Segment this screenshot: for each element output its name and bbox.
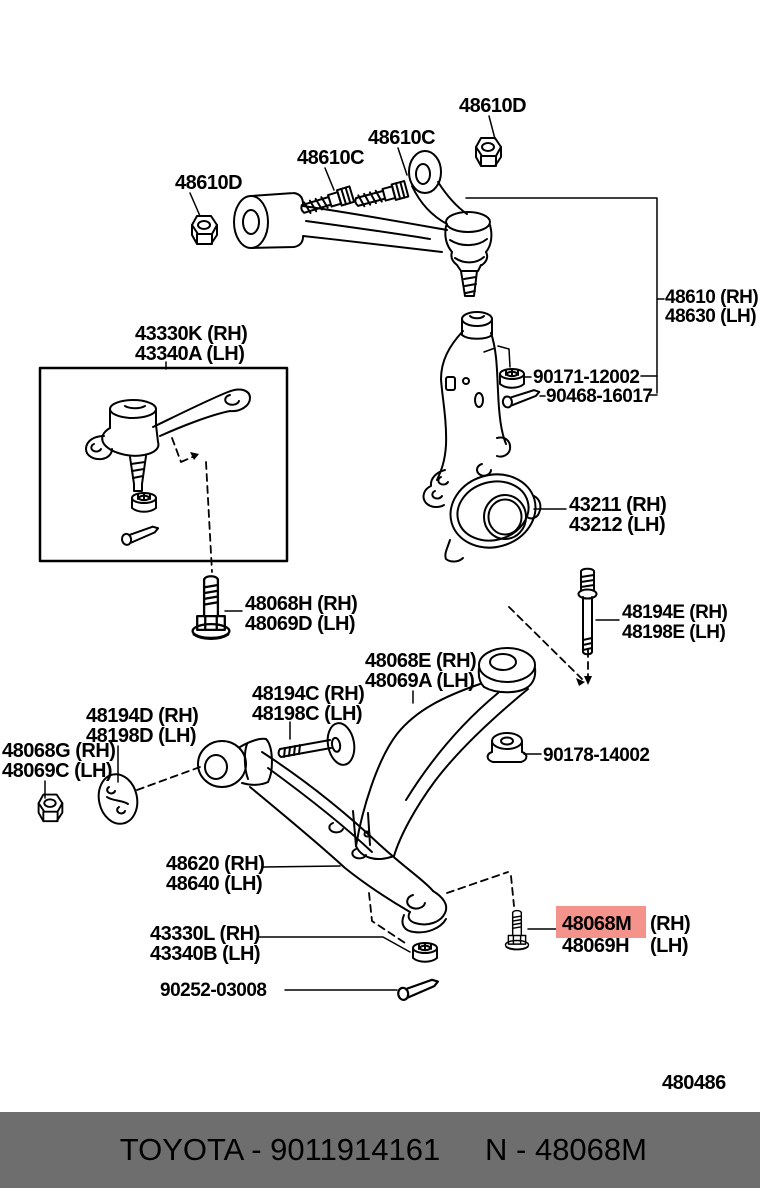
footer-bar: TOYOTA - 9011914161 N - 48068M (0, 1112, 760, 1188)
balljoint-box-drawing (38, 366, 289, 563)
label-48194c-rh: 48194C (RH) (252, 683, 364, 705)
cotter-pin-90252-drawing (395, 977, 442, 1002)
label-48069c-lh: 48069C (LH) (2, 760, 112, 782)
stud-48194e-drawing (577, 567, 598, 656)
front-lower-arm-drawing (197, 737, 448, 934)
nut-48068g-drawing (37, 793, 64, 823)
castle-nut-in-box-drawing (131, 492, 157, 513)
label-48630-lh: 48630 (LH) (665, 306, 756, 327)
label-48068h-rh: 48068H (RH) (245, 593, 357, 615)
cotter-pin-in-box-drawing (119, 524, 162, 547)
label-48198c-lh: 48198C (LH) (252, 703, 362, 725)
labels: 48610D 48610C 48610C 48610D 48610 (RH) 4… (2, 95, 759, 1094)
label-48069d-lh: 48069D (LH) (245, 613, 355, 635)
label-90468-16017: 90468-16017 (546, 386, 653, 407)
knuckle-drawing (422, 311, 542, 563)
label-48198d-lh: 48198D (LH) (86, 725, 196, 747)
part-highlight (556, 906, 646, 938)
bolt-48068m-drawing (504, 909, 530, 951)
label-48194e-rh: 48194E (RH) (622, 602, 728, 623)
label-48069h-lh: (LH) (650, 935, 688, 957)
label-48620-rh: 48620 (RH) (166, 853, 264, 875)
cam-washer-48194d-drawing (97, 773, 139, 825)
label-43330k-rh: 43330K (RH) (135, 323, 247, 345)
footer-part-code: N - 48068M (485, 1132, 647, 1167)
label-48610-rh: 48610 (RH) (665, 287, 758, 308)
bolt-48610c-b-drawing (354, 180, 410, 208)
label-48068m[interactable]: 48068M (562, 913, 632, 935)
label-90178-14002: 90178-14002 (543, 745, 650, 766)
dashed-arrowheads (190, 452, 592, 686)
label-43211-rh: 43211 (RH) (569, 494, 666, 516)
label-43330l-rh: 43330L (RH) (150, 923, 260, 945)
label-48640-lh: 48640 (LH) (166, 873, 262, 895)
nut-48610d-left-drawing (191, 215, 218, 245)
upper-control-arm-drawing (233, 150, 493, 297)
cotter-pin-90468-drawing (500, 388, 542, 410)
label-48610d-top-right: 48610D (459, 95, 526, 117)
footer-brand-code: TOYOTA - 9011914161 (120, 1132, 441, 1167)
label-48068e-rh: 48068E (RH) (365, 650, 476, 672)
nut-90178-drawing (486, 732, 528, 763)
label-43340a-lh: 43340A (LH) (135, 343, 244, 365)
label-48069h: 48069H (562, 935, 629, 957)
label-48610c-a: 48610C (297, 147, 364, 169)
castle-nut-43330l-drawing (412, 942, 438, 963)
nut-48610d-right-drawing (475, 137, 502, 167)
bolt-48068h-drawing (191, 575, 231, 640)
label-90252-03008: 90252-03008 (160, 980, 267, 1001)
castle-nut-90171-drawing (499, 368, 525, 389)
label-43212-lh: 43212 (LH) (569, 514, 665, 536)
label-48198e-lh: 48198E (LH) (622, 622, 725, 643)
footer-background (0, 1112, 760, 1188)
label-48194d-rh: 48194D (RH) (86, 705, 198, 727)
page-number: 480486 (662, 1072, 726, 1094)
label-48069a-lh: 48069A (LH) (365, 670, 474, 692)
label-48610c-b: 48610C (368, 127, 435, 149)
label-48068g-rh: 48068G (RH) (2, 740, 115, 762)
highlighted-part-label-48068m[interactable]: 48068M (RH) 48069H (LH) (556, 906, 691, 957)
leader-lines (44, 115, 665, 991)
label-48610d-left: 48610D (175, 172, 242, 194)
label-48068m-rh: (RH) (650, 913, 690, 935)
label-90171-12002: 90171-12002 (533, 367, 640, 388)
bolt-48610c-a-drawing (300, 185, 356, 214)
label-43340b-lh: 43340B (LH) (150, 943, 260, 965)
bolt-48194c-drawing (277, 722, 356, 766)
rear-lower-arm-drawing (355, 647, 537, 860)
